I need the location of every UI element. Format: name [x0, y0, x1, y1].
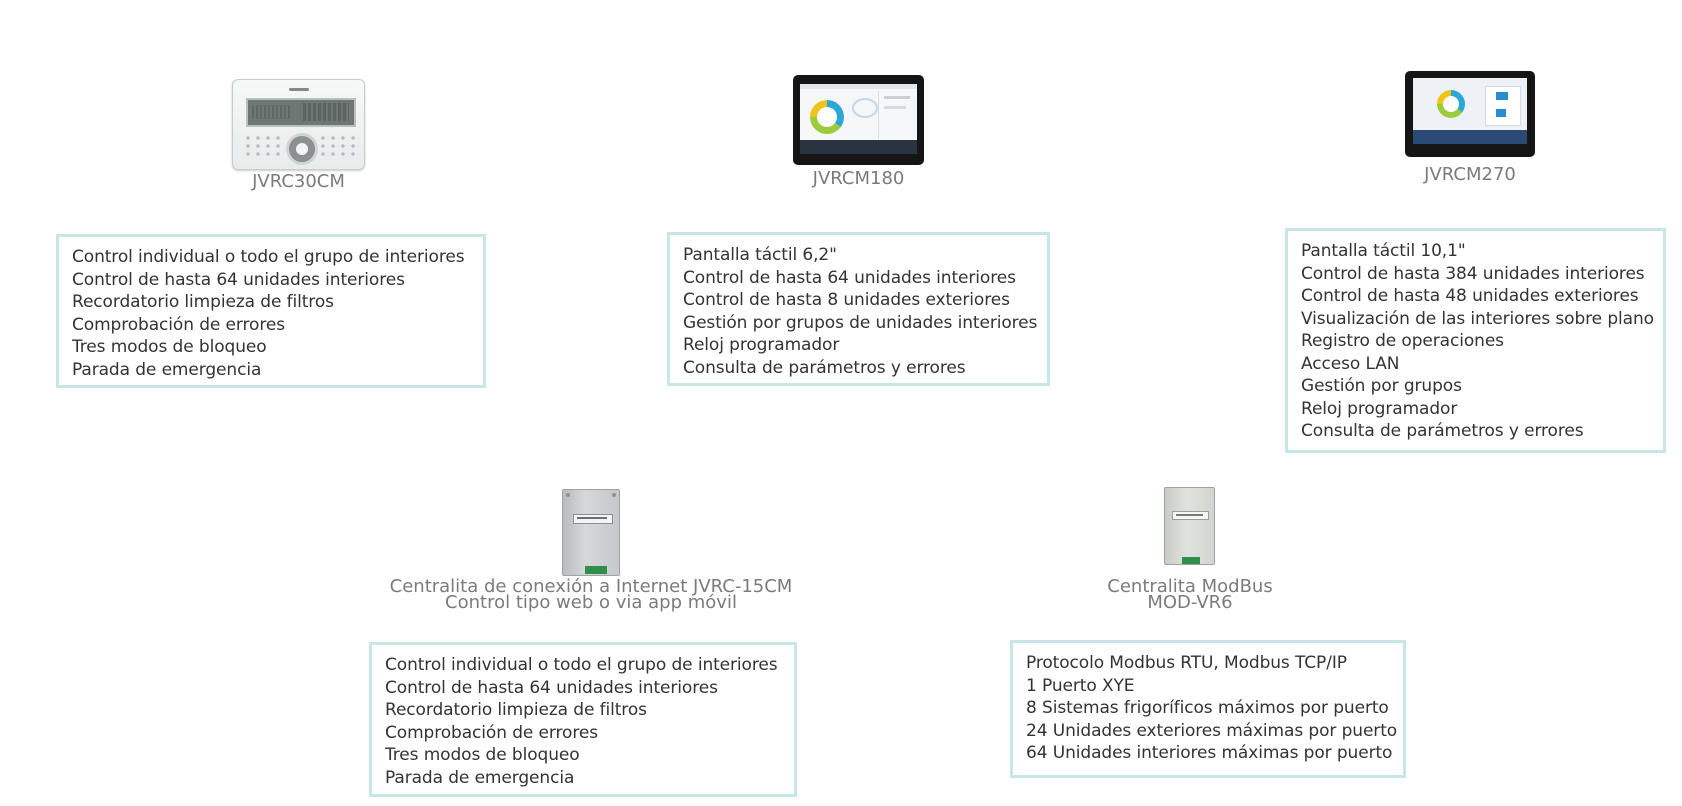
touch-panel-screen	[800, 84, 917, 154]
feature-list: Pantalla táctil 10,1" Control de hasta 3…	[1301, 240, 1654, 443]
modbus-gateway-image	[1164, 487, 1215, 565]
feature-item: Gestión por grupos	[1301, 376, 1462, 396]
feature-item: Registro de operaciones	[1301, 331, 1504, 351]
touch-panel-image	[793, 75, 924, 165]
product-caption: JVRCM180	[812, 168, 905, 189]
feature-item: 1 Puerto XYE	[1026, 675, 1135, 696]
feature-list: Control individual o todo el grupo de in…	[72, 246, 471, 381]
feature-item: Control de hasta 384 unidades interiores	[1301, 263, 1645, 284]
donut-chart-icon	[1437, 90, 1465, 118]
product-caption: JVRCM270	[1424, 164, 1516, 185]
feature-item: Parada de emergencia	[72, 359, 262, 380]
product-caption: Centralita ModBus MOD-VR6	[1107, 576, 1273, 613]
feature-list-box: Pantalla táctil 6,2" Control de hasta 64…	[667, 232, 1050, 386]
internet-gateway-image	[562, 489, 620, 576]
feature-item: Comprobación de errores	[72, 314, 285, 335]
feature-item: Recordatorio limpieza de filtros	[72, 292, 334, 312]
feature-item: Visualización de las interiores sobre pl…	[1301, 308, 1654, 329]
product-caption: Centralita de conexión a Internet JVRC-1…	[389, 576, 793, 613]
feature-item: Control de hasta 8 unidades exteriores	[683, 290, 1010, 310]
donut-chart-icon	[810, 100, 844, 134]
feature-item: Control de hasta 64 unidades interiores	[72, 269, 405, 290]
feature-item: Pantalla táctil 10,1"	[1301, 241, 1466, 261]
product-caption: JVRC30CM	[252, 171, 345, 192]
gateway-terminals	[1182, 557, 1200, 564]
feature-item: Control de hasta 48 unidades exteriores	[1301, 286, 1639, 306]
feature-item: Control individual o todo el grupo de in…	[72, 247, 465, 267]
feature-item: Parada de emergencia	[385, 767, 575, 788]
feature-item: Tres modos de bloqueo	[385, 745, 580, 765]
touch-panel-screen	[1413, 78, 1527, 144]
feature-item: Pantalla táctil 6,2"	[683, 245, 837, 265]
remote-lcd-display	[246, 98, 356, 127]
feature-list-box: Control individual o todo el grupo de in…	[369, 642, 797, 797]
feature-item: Consulta de parámetros y errores	[683, 357, 966, 378]
feature-list-box: Control individual o todo el grupo de in…	[56, 234, 486, 388]
remote-brand-logo	[289, 88, 309, 91]
touch-panel-image	[1405, 71, 1535, 157]
feature-item: Acceso LAN	[1301, 353, 1400, 374]
feature-list: Control individual o todo el grupo de in…	[385, 654, 782, 789]
feature-list-box: Protocolo Modbus RTU, Modbus TCP/IP 1 Pu…	[1010, 640, 1406, 778]
feature-item: Recordatorio limpieza de filtros	[385, 700, 647, 720]
feature-list: Protocolo Modbus RTU, Modbus TCP/IP 1 Pu…	[1026, 652, 1398, 765]
feature-item: Consulta de parámetros y errores	[1301, 421, 1584, 441]
feature-item: Control individual o todo el grupo de in…	[385, 655, 778, 675]
feature-item: Tres modos de bloqueo	[72, 337, 267, 357]
feature-item: Control de hasta 64 unidades interiores	[385, 677, 718, 698]
feature-list: Pantalla táctil 6,2" Control de hasta 64…	[683, 244, 1038, 379]
feature-item: Gestión por grupos de unidades interiore…	[683, 312, 1038, 333]
feature-item: Reloj programador	[683, 335, 840, 355]
gateway-terminals	[585, 566, 607, 574]
feature-item: Protocolo Modbus RTU, Modbus TCP/IP	[1026, 653, 1347, 673]
feature-item: 24 Unidades exteriores máximas por puert…	[1026, 720, 1398, 741]
wired-remote-controller-image	[232, 79, 365, 170]
feature-item: Reloj programador	[1301, 398, 1458, 419]
remote-buttons-left	[243, 134, 281, 158]
feature-list-box: Pantalla táctil 10,1" Control de hasta 3…	[1285, 228, 1666, 453]
feature-item: 64 Unidades interiores máximas por puert…	[1026, 743, 1393, 763]
feature-item: Control de hasta 64 unidades interiores	[683, 267, 1016, 288]
remote-nav-dial	[286, 133, 318, 165]
gateway-label-sticker	[573, 514, 613, 524]
remote-buttons-right	[318, 134, 356, 158]
feature-item: Comprobación de errores	[385, 722, 598, 743]
feature-item: 8 Sistemas frigoríficos máximos por puer…	[1026, 698, 1389, 718]
gateway-label-sticker	[1172, 511, 1209, 520]
